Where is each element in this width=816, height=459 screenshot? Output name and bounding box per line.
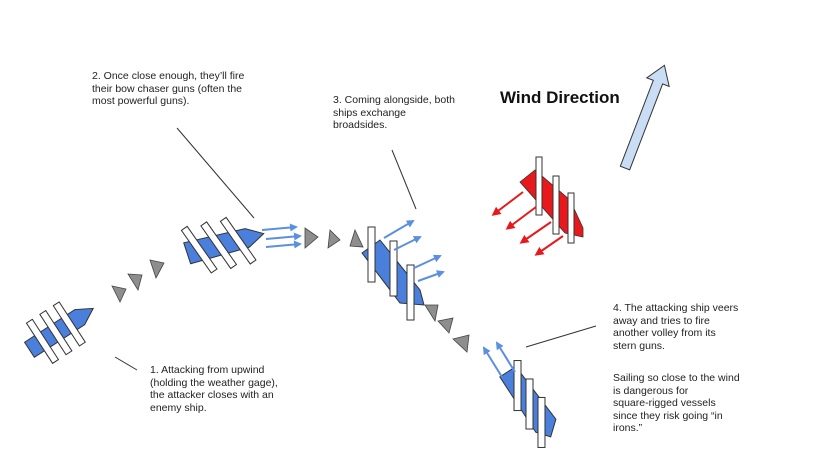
wind-direction-arrow <box>619 64 670 171</box>
ship-mast <box>25 318 60 365</box>
bow-chaser-fire <box>261 223 302 249</box>
path-marker <box>304 227 319 249</box>
ship-mast <box>513 360 522 412</box>
enemy-broadside-fire <box>491 191 564 256</box>
fire-arrow <box>393 236 422 251</box>
wind-direction-title: Wind Direction <box>500 88 620 107</box>
path-marker <box>127 273 143 291</box>
annotation-note: Sailing so close to the wind is dangerou… <box>613 372 740 434</box>
annotation-step-4: 4. The attacking ship veers away and tri… <box>613 302 739 352</box>
attacker-ship-broadside <box>361 226 425 321</box>
leader-line-step-1 <box>114 356 138 371</box>
annotation-step-2: 2. Once close enough, they’ll fire their… <box>92 70 245 107</box>
fire-arrow <box>413 254 442 269</box>
fire-arrow <box>482 346 503 378</box>
fire-arrow <box>261 223 298 232</box>
attacker-ship-approach <box>23 301 95 365</box>
ship-mast <box>367 226 376 283</box>
ship-mast <box>535 156 543 216</box>
fire-arrow <box>265 232 302 241</box>
ship-mast <box>537 396 546 448</box>
path-marker <box>327 229 341 249</box>
attacker-ship-bow-fire <box>180 216 265 274</box>
fire-arrow <box>519 221 552 244</box>
ship-mast <box>200 221 238 270</box>
path-marker <box>452 334 470 353</box>
fire-arrow <box>265 240 302 249</box>
path-marker <box>149 259 165 280</box>
fire-arrow <box>417 270 445 282</box>
fire-arrow <box>505 206 537 230</box>
fire-arrow <box>491 191 524 216</box>
fire-arrow <box>534 235 564 256</box>
ship-mast <box>219 216 257 265</box>
path-marker <box>111 285 127 303</box>
ship-mast <box>180 225 218 274</box>
annotation-step-1: 1. Attacking from upwind (holding the we… <box>150 364 278 414</box>
path-markers <box>111 227 470 353</box>
leader-line-step-3 <box>391 149 417 210</box>
attacker-ship-veer-away <box>499 360 557 448</box>
ship-mast <box>406 264 415 321</box>
leader-line-step-2 <box>176 127 255 219</box>
leader-line-step-4 <box>525 325 597 348</box>
ship-mast <box>52 301 86 347</box>
stern-gun-fire <box>482 341 516 378</box>
path-marker <box>349 228 364 248</box>
ship-mast <box>525 378 534 430</box>
attacker-broadside-fire <box>383 219 445 282</box>
path-marker <box>424 304 439 323</box>
ship-mast <box>39 309 73 356</box>
ship-mast <box>567 192 575 244</box>
fire-arrow <box>495 341 516 373</box>
ship-mast <box>552 175 560 235</box>
ship-mast <box>389 240 398 297</box>
path-marker <box>437 317 454 334</box>
annotation-step-3: 3. Coming alongside, both ships exchange… <box>333 94 455 131</box>
fire-arrow <box>383 219 415 239</box>
enemy-ship <box>519 156 584 244</box>
